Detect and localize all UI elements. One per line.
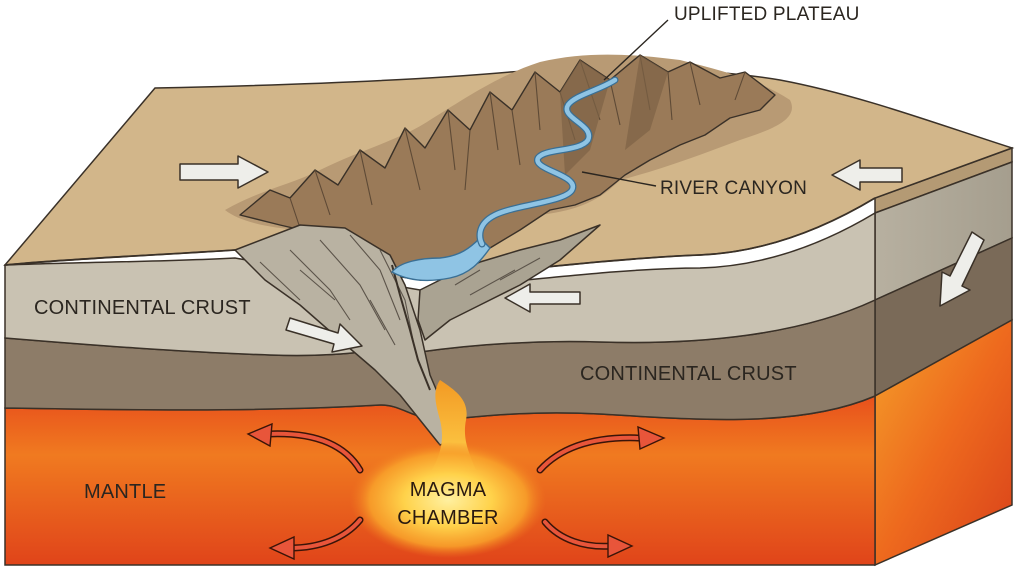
arrow-crust-left xyxy=(285,317,363,353)
label-continental-crust-right: CONTINENTAL CRUST xyxy=(580,363,797,385)
convection-arrow-upper-left xyxy=(246,422,364,474)
block-right-face xyxy=(874,146,1013,567)
river-water xyxy=(477,77,618,247)
river xyxy=(390,76,619,282)
rift-cracks xyxy=(259,234,541,351)
label-continental-crust-left: CONTINENTAL CRUST xyxy=(34,297,251,319)
arrow-surface-left xyxy=(179,155,269,189)
label-magma: MAGMA xyxy=(410,479,487,501)
fault-line xyxy=(391,264,431,391)
magma-chamber xyxy=(350,442,546,558)
label-uplifted-plateau: UPLIFTED PLATEAU xyxy=(674,4,860,25)
label-mantle: MANTLE xyxy=(84,481,166,503)
leader-river-canyon xyxy=(581,171,657,187)
magma-system xyxy=(350,380,546,558)
arrow-rift-right xyxy=(504,283,581,313)
compression-arrows xyxy=(179,155,985,353)
label-chamber: CHAMBER xyxy=(397,507,498,529)
convection-arrow-lower-left xyxy=(268,516,364,561)
arrow-side-down xyxy=(939,231,985,307)
convection-arrow-upper-right xyxy=(536,425,666,474)
label-river-canyon: RIVER CANYON xyxy=(660,178,807,199)
rift-right-wall xyxy=(417,224,601,341)
arrow-surface-right xyxy=(831,159,903,191)
convection-arrow-lower-right xyxy=(541,518,634,559)
convection-arrows xyxy=(246,422,666,561)
leader-uplifted-plateau xyxy=(603,19,669,81)
leader-lines xyxy=(581,19,669,187)
